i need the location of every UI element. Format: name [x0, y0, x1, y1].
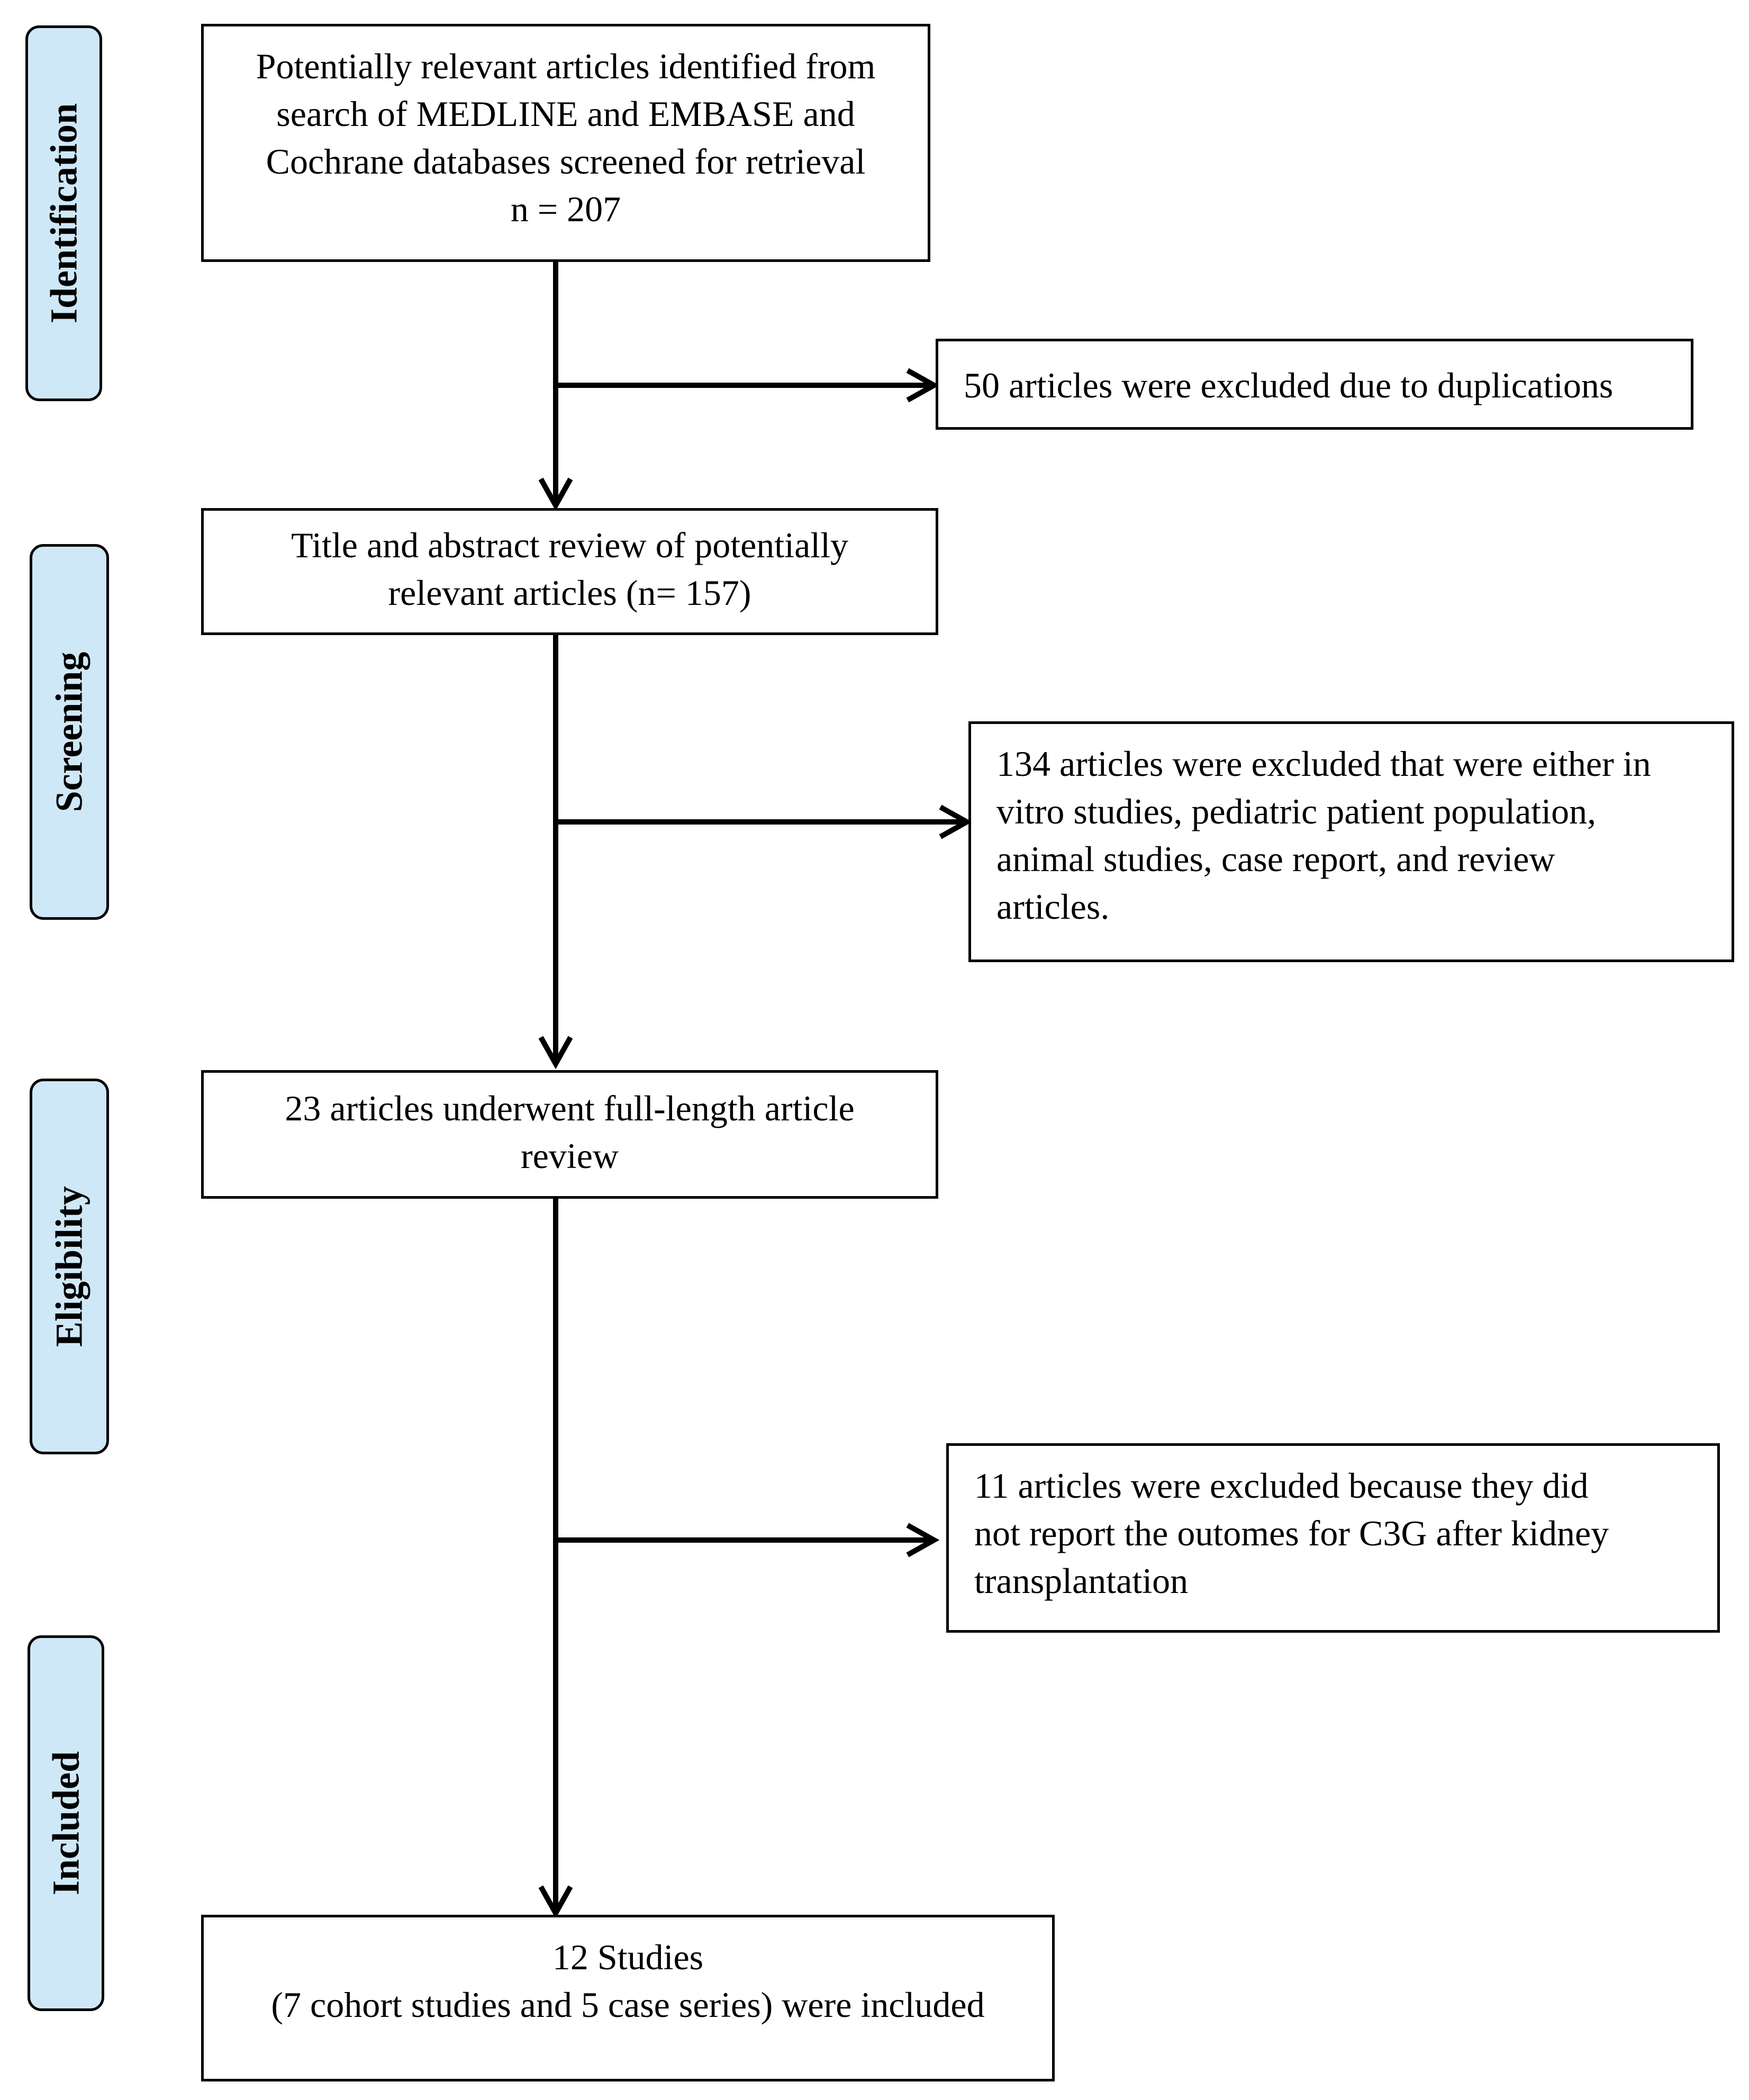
- stage-screening: Screening: [30, 544, 109, 920]
- full-text-excluded-line-2: not report the outomes for C3G after kid…: [974, 1513, 1609, 1553]
- full-text-line-1: 23 articles underwent full-length articl…: [285, 1088, 855, 1128]
- screened-line-1: Title and abstract review of potentially: [291, 525, 849, 565]
- screen-excluded-line-1: 134 articles were excluded that were eit…: [996, 744, 1651, 784]
- screen-excluded-box: 134 articles were excluded that were eit…: [968, 721, 1734, 962]
- identified-line-3: Cochrane databases screened for retrieva…: [266, 141, 866, 182]
- full-text-excluded-line-1: 11 articles were excluded because they d…: [974, 1465, 1589, 1506]
- arrowhead-to-fulltext: [538, 1036, 573, 1070]
- full-text-line-2: review: [520, 1136, 619, 1176]
- stage-included: Included: [28, 1635, 104, 2011]
- included-line-2: (7 cohort studies and 5 case series) wer…: [271, 1985, 985, 2025]
- identified-line-4: n = 207: [510, 189, 621, 229]
- screen-excluded-line-3: animal studies, case report, and review: [996, 839, 1555, 879]
- arrowhead-to-included: [538, 1885, 573, 1919]
- screen-excluded-line-4: articles.: [996, 886, 1110, 927]
- screened-line-2: relevant articles (n= 157): [388, 573, 751, 613]
- stage-identification: Identification: [25, 25, 102, 401]
- identified-line-1: Potentially relevant articles identified…: [256, 46, 876, 86]
- arrowhead-to-screened: [538, 477, 573, 511]
- included-box: 12 Studies (7 cohort studies and 5 case …: [201, 1915, 1055, 2081]
- screen-excluded-line-2: vitro studies, pediatric patient populat…: [996, 791, 1597, 831]
- full-text-box: 23 articles underwent full-length articl…: [201, 1070, 938, 1199]
- arrowhead-to-screen-excluded: [939, 804, 973, 839]
- stage-eligibility: Eligibility: [30, 1079, 109, 1454]
- full-text-excluded-line-3: transplantation: [974, 1561, 1189, 1601]
- arrowhead-to-duplicates: [906, 368, 940, 403]
- duplicates-box: 50 articles were excluded due to duplica…: [936, 339, 1693, 430]
- arrowhead-to-fulltext-excluded: [906, 1523, 940, 1558]
- full-text-excluded-box: 11 articles were excluded because they d…: [946, 1443, 1720, 1633]
- included-line-1: 12 Studies: [552, 1937, 704, 1977]
- screened-box: Title and abstract review of potentially…: [201, 508, 938, 635]
- identified-box: Potentially relevant articles identified…: [201, 24, 930, 262]
- identified-line-2: search of MEDLINE and EMBASE and: [276, 94, 855, 134]
- duplicates-line-1: 50 articles were excluded due to duplica…: [964, 365, 1614, 405]
